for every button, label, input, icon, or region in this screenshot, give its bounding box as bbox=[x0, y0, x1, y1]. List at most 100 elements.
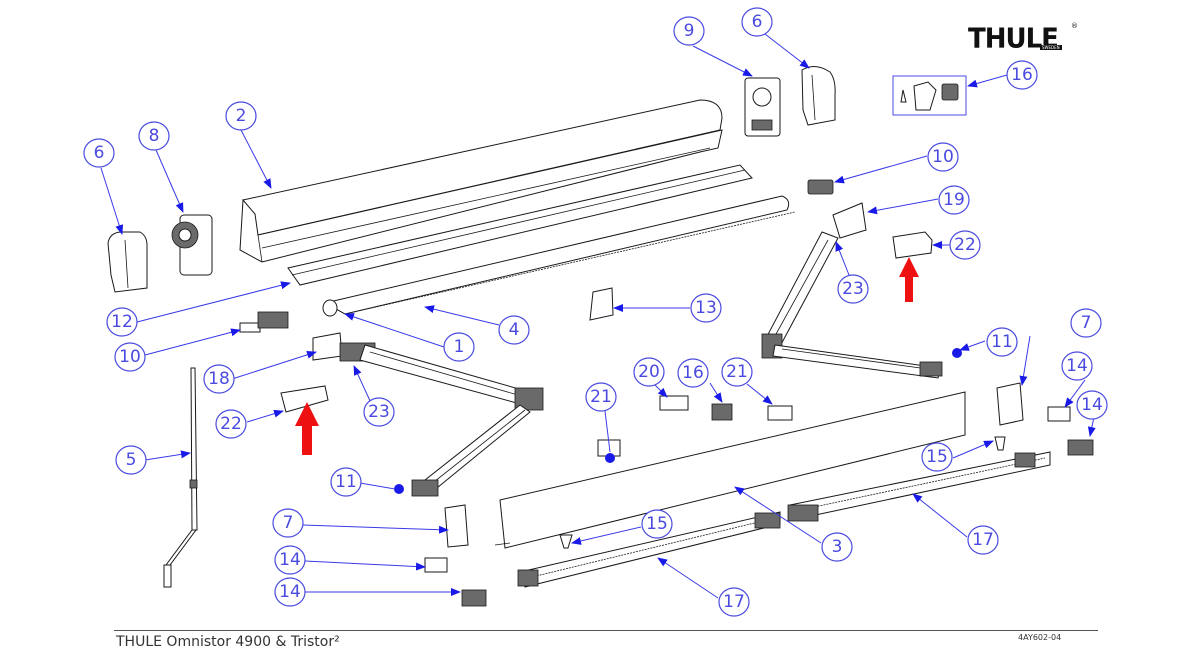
callout-label: 7 bbox=[283, 513, 294, 533]
part-right-mechanism bbox=[744, 77, 781, 137]
callout-label: 1 bbox=[454, 337, 465, 357]
callout[interactable]: 7 bbox=[1070, 308, 1102, 338]
callout[interactable]: 6 bbox=[83, 138, 115, 168]
part-end-plug-right bbox=[1047, 406, 1071, 422]
callout[interactable]: 8 bbox=[138, 121, 170, 151]
callouts: 2 6 8 9 6 16 10 19 22 23 12 13 10 1 4 11… bbox=[83, 7, 1108, 617]
callout[interactable]: 13 bbox=[690, 293, 722, 323]
callout[interactable]: 14 bbox=[1076, 390, 1108, 420]
callout[interactable]: 17 bbox=[967, 525, 999, 555]
part-wall-bracket-right bbox=[996, 382, 1024, 426]
callout[interactable]: 11 bbox=[986, 327, 1018, 357]
callout[interactable]: 18 bbox=[203, 364, 235, 394]
callout[interactable]: 5 bbox=[115, 445, 147, 475]
highlight-arrows bbox=[295, 257, 919, 455]
part-small-21-right bbox=[767, 405, 793, 421]
callout[interactable]: 10 bbox=[114, 342, 146, 372]
callout[interactable]: 7 bbox=[272, 508, 304, 538]
callout-label: 2 bbox=[236, 106, 247, 126]
callout-label: 17 bbox=[723, 592, 745, 612]
callout[interactable]: 3 bbox=[821, 532, 853, 562]
callout-label: 14 bbox=[279, 582, 301, 602]
callout-label: 11 bbox=[991, 332, 1013, 352]
callout-label: 21 bbox=[590, 387, 612, 407]
callout[interactable]: 12 bbox=[106, 307, 138, 337]
callout-label: 7 bbox=[1081, 313, 1092, 333]
callout[interactable]: 23 bbox=[837, 274, 869, 304]
part-end-cap-left bbox=[107, 231, 148, 293]
callout[interactable]: 22 bbox=[949, 230, 981, 260]
callout-label: 6 bbox=[752, 12, 763, 32]
part-knob-right bbox=[994, 436, 1006, 451]
callout[interactable]: 14 bbox=[1061, 351, 1093, 381]
part-arm-right bbox=[761, 202, 943, 379]
callout-label: 23 bbox=[842, 279, 864, 299]
callout[interactable]: 19 bbox=[938, 185, 970, 215]
callout[interactable]: 2 bbox=[225, 101, 257, 131]
callout[interactable]: 6 bbox=[741, 7, 773, 37]
callout[interactable]: 14 bbox=[274, 577, 306, 607]
callout-label: 19 bbox=[943, 190, 965, 210]
callout-label: 13 bbox=[695, 298, 717, 318]
callout[interactable]: 11 bbox=[330, 467, 362, 497]
part-wall-bracket-left bbox=[444, 504, 469, 548]
callout-label: 10 bbox=[119, 347, 141, 367]
callout[interactable]: 9 bbox=[673, 16, 705, 46]
callout-label: 20 bbox=[638, 362, 660, 382]
callout[interactable]: 16 bbox=[1006, 60, 1038, 90]
callout-label: 14 bbox=[1081, 395, 1103, 415]
part-cassette-profile bbox=[239, 99, 723, 263]
callout[interactable]: 21 bbox=[721, 357, 753, 387]
part-slider-right bbox=[807, 179, 834, 195]
part-end-cap-right bbox=[801, 66, 836, 126]
callout[interactable]: 22 bbox=[215, 409, 247, 439]
part-drawings bbox=[107, 66, 1094, 607]
callout[interactable]: 1 bbox=[443, 332, 475, 362]
callout-label: 9 bbox=[684, 21, 695, 41]
callout-label: 5 bbox=[126, 450, 137, 470]
callout-label: 14 bbox=[1066, 356, 1088, 376]
callout-label: 15 bbox=[646, 514, 668, 534]
callout[interactable]: 15 bbox=[921, 442, 953, 472]
part-end-cap-rail-left bbox=[461, 589, 487, 607]
red-arrow-left-icon bbox=[295, 402, 319, 455]
callout-label: 4 bbox=[509, 320, 520, 340]
part-lead-rail-right bbox=[787, 451, 1051, 522]
part-lower-profile bbox=[287, 164, 753, 286]
leader-lines bbox=[100, 33, 1096, 599]
thule-logo-subtext: SWEDEN bbox=[1040, 45, 1062, 50]
registered-mark: ® bbox=[1071, 22, 1078, 30]
part-small-16 bbox=[711, 403, 733, 421]
callout[interactable]: 21 bbox=[585, 382, 617, 412]
callout[interactable]: 10 bbox=[927, 142, 959, 172]
callout[interactable]: 23 bbox=[363, 397, 395, 427]
callout-label: 22 bbox=[954, 235, 976, 255]
callout[interactable]: 14 bbox=[274, 545, 306, 575]
marker-dot-21 bbox=[605, 453, 615, 463]
part-lead-rail-left bbox=[517, 511, 781, 588]
part-arm-cover-right bbox=[892, 231, 933, 259]
callout[interactable]: 15 bbox=[641, 509, 673, 539]
thule-logo: THULE bbox=[968, 23, 1059, 55]
callout[interactable]: 4 bbox=[498, 315, 530, 345]
part-end-cap-rail-right bbox=[1067, 439, 1094, 456]
callout-label: 18 bbox=[208, 369, 230, 389]
callout-label: 11 bbox=[335, 472, 357, 492]
red-arrow-right-icon bbox=[899, 257, 919, 302]
callout-label: 23 bbox=[368, 402, 390, 422]
footer-title: THULE Omnistor 4900 & Tristor² bbox=[116, 634, 340, 650]
part-front-bar bbox=[494, 391, 966, 549]
callout-label: 22 bbox=[220, 414, 242, 434]
callout-label: 16 bbox=[1011, 65, 1033, 85]
document-code: 4AY602-04 bbox=[1018, 633, 1062, 642]
part-small-20 bbox=[659, 395, 689, 411]
callout-label: 16 bbox=[682, 363, 704, 383]
callout[interactable]: 20 bbox=[633, 357, 665, 387]
callout[interactable]: 16 bbox=[677, 358, 709, 388]
part-crank-handle bbox=[163, 367, 198, 588]
callout-label: 3 bbox=[832, 537, 843, 557]
part-arm-cover-left bbox=[280, 385, 329, 413]
callout[interactable]: 17 bbox=[718, 587, 750, 617]
part-knob-left bbox=[559, 534, 573, 549]
